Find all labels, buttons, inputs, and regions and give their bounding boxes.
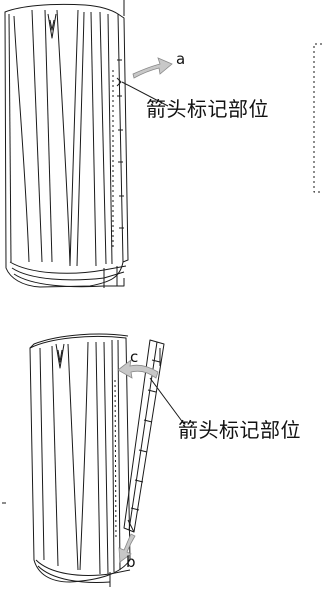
air-conditioner-unit-top (4, 3, 129, 288)
arrow-b-label: b (126, 553, 136, 571)
arrow-b-icon (118, 533, 136, 563)
arrow-c-label: c (130, 348, 139, 366)
arrow-a-icon (132, 57, 173, 79)
dotted-bracket (313, 43, 322, 193)
air-conditioner-unit-bottom (29, 333, 131, 587)
bottom-callout-label: 箭头标记部位 (178, 418, 301, 442)
arrow-c-icon (117, 359, 159, 379)
top-callout-label: 箭头标记部位 (146, 97, 269, 121)
top-leader-line (121, 81, 169, 107)
arrow-a-label: a (176, 50, 186, 68)
bottom-leader-line (149, 377, 185, 425)
